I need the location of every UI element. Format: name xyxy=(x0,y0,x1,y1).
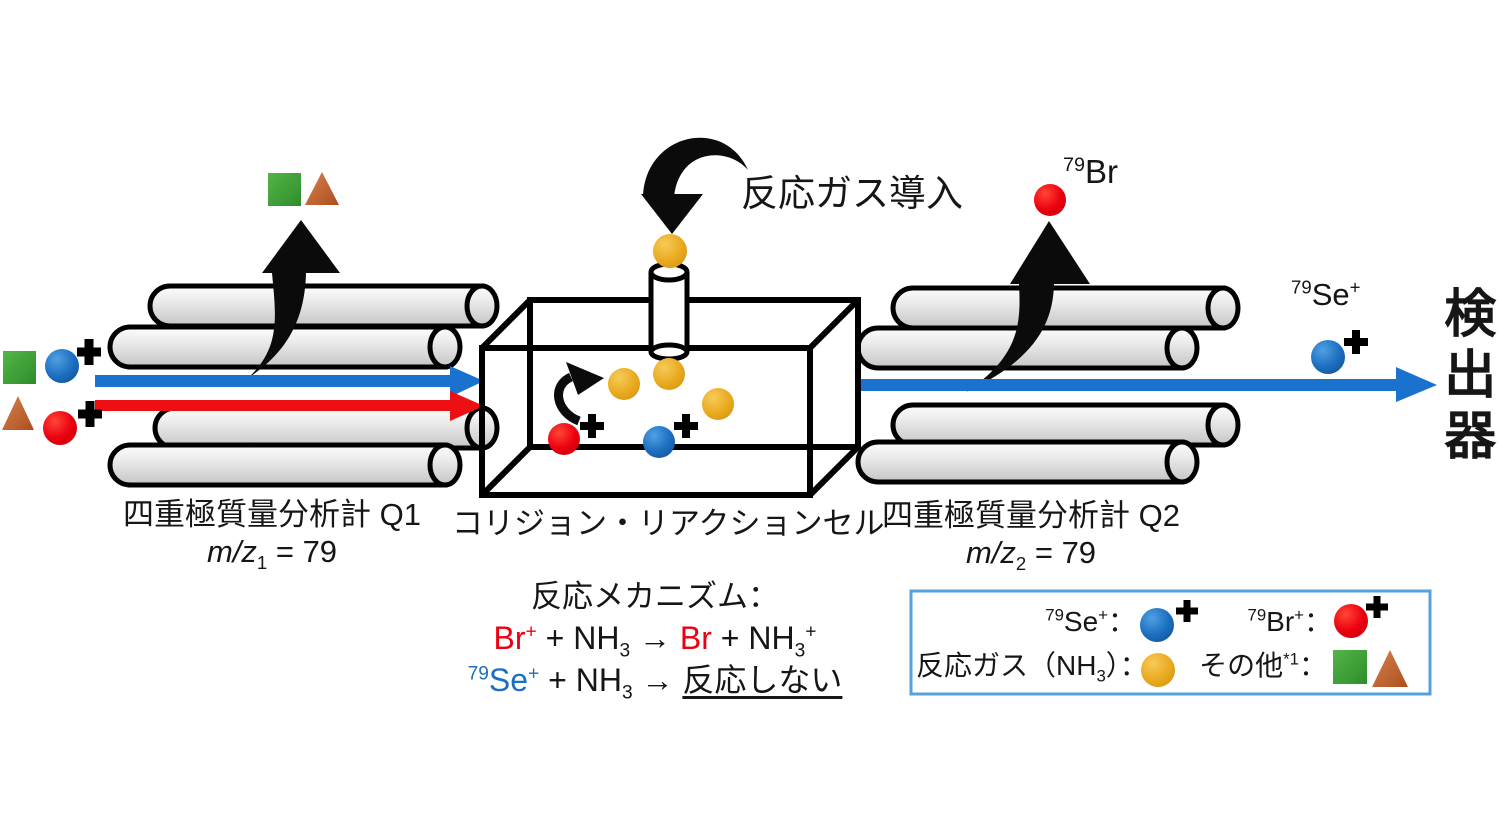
transmitted-se-label: 79Se+ xyxy=(1291,276,1361,312)
q1-section-label: 四重極質量分析計 Q1 xyxy=(123,497,421,532)
ion-beam-blue-arrow xyxy=(95,366,484,397)
positive-charge-icon xyxy=(78,401,102,427)
legend-other-triangle xyxy=(1372,650,1408,687)
positive-charge-icon xyxy=(1366,596,1388,618)
br-ion xyxy=(548,423,580,455)
beam-to-detector-arrow xyxy=(858,367,1437,402)
quadrupole-rod xyxy=(147,283,500,329)
br-mass-superscript: 79 xyxy=(1063,154,1086,176)
gas-inlet-label: 反応ガス導入 xyxy=(741,173,963,214)
legend-other-square xyxy=(1333,650,1367,684)
other-species-triangle xyxy=(2,396,34,430)
reaction-arrow: → xyxy=(630,620,680,656)
quadrupole-rod xyxy=(890,402,1241,448)
other-species-triangle xyxy=(305,172,339,205)
quadrupole-rod xyxy=(890,285,1241,331)
reaction-curved-arrow xyxy=(554,362,604,426)
legend-gas-molecule xyxy=(1141,653,1175,687)
quadrupole-rod xyxy=(107,442,463,488)
q1-mz-setting: m/z1 = 79 xyxy=(206,534,338,574)
detector-label: 検出器 xyxy=(1435,286,1494,469)
legend-se-ion xyxy=(1140,608,1174,642)
q1-ejected-species xyxy=(268,172,339,206)
positive-charge-icon xyxy=(674,414,698,438)
positive-charge-icon xyxy=(77,339,101,365)
se-mass-superscript: 79 xyxy=(1291,276,1312,298)
legend-gas-label: 反応ガス（NH3）： xyxy=(916,650,1148,686)
gas-inlet-tube xyxy=(648,261,690,362)
legend-br-label: 79Br+： xyxy=(1247,605,1333,637)
q1-eject-arrow xyxy=(248,220,340,378)
q2-mz-setting: m/z2 = 79 xyxy=(965,535,1097,575)
positive-charge-icon xyxy=(1176,600,1198,622)
entrance-ions xyxy=(2,339,102,445)
q2-eject-arrow xyxy=(966,221,1090,392)
other-species-square xyxy=(268,173,301,206)
cell-contents xyxy=(548,358,734,458)
ejected-br-label: 79Br xyxy=(1063,153,1119,190)
q2-section-label: 四重極質量分析計 Q2 xyxy=(882,498,1180,533)
mechanism-title: 反応メカニズム： xyxy=(531,579,779,614)
positive-charge-icon xyxy=(1344,330,1368,354)
se-ion xyxy=(45,349,79,383)
br-atom-ejected xyxy=(1034,184,1066,216)
positive-charge-icon xyxy=(580,414,604,438)
mechanism-equation-se: 79Se+ + NH3 → 反応しない xyxy=(467,662,843,704)
gas-inlet-arrow xyxy=(641,137,748,234)
other-species-square xyxy=(3,351,36,384)
quadrupole-rod xyxy=(152,405,500,451)
legend-box xyxy=(909,589,1432,696)
collision-cell-label: コリジョン・リアクションセル xyxy=(452,506,885,541)
gas-molecule xyxy=(653,234,687,268)
reaction-arrow: → xyxy=(632,662,683,698)
mechanism-equation-br: Br+ + NH3 → Br + NH3+ xyxy=(493,620,817,662)
gas-molecule xyxy=(653,358,685,390)
collision-cell-box xyxy=(479,297,861,498)
legend-other-label: その他*1： xyxy=(1199,649,1327,681)
transmitted-se-ion xyxy=(1311,330,1368,374)
legend-se-label: 79Se+： xyxy=(1045,605,1136,637)
legend-br-ion xyxy=(1334,604,1368,638)
quadrupole-rod xyxy=(855,439,1200,485)
se-ion xyxy=(1311,340,1345,374)
br-ion xyxy=(43,411,77,445)
ion-beam-red-arrow xyxy=(95,391,484,421)
gas-molecule xyxy=(702,388,734,420)
se-ion xyxy=(643,426,675,458)
gas-molecule xyxy=(608,368,640,400)
